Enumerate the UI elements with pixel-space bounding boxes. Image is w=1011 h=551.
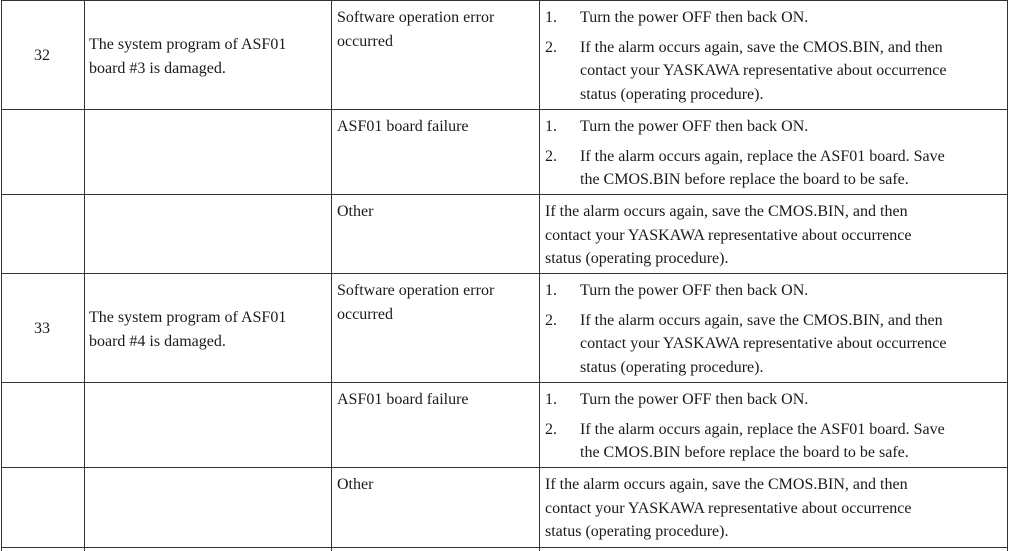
column-divider [1,0,2,551]
remedy-step-text: the CMOS.BIN before replace the board to… [580,171,909,188]
remedy-step-number: 2. [545,147,557,165]
remedy-text: contact your YASKAWA representative abou… [545,499,912,517]
remedy-text: contact your YASKAWA representative abou… [545,226,912,244]
remedy-text: If the alarm occurs again, save the CMOS… [545,203,908,220]
cause-text: ASF01 board failure [337,391,469,408]
remedy-step-text: If the alarm occurs again, save the CMOS… [580,311,943,329]
remedy-step-number: 2. [545,38,557,56]
cause-text: Other [337,203,374,220]
alarm-description: The system program of ASF01 [89,36,287,53]
remedy-step-text: If the alarm occurs again, replace the A… [580,147,945,165]
remedy-step-text: status (operating procedure). [580,85,764,103]
column-divider [1007,0,1008,551]
cause-text: Other [337,476,374,493]
remedy-step-number: 2. [545,420,557,438]
remedy-step-text: contact your YASKAWA representative abou… [580,335,947,352]
row-divider [1,109,1007,110]
column-divider [84,0,85,551]
row-divider [1,382,1007,383]
remedy-step-text: status (operating procedure). [580,358,764,376]
remedy-step-number: 2. [545,311,557,329]
remedy-step-number: 1. [545,9,557,26]
remedy-step-text: Turn the power OFF then back ON. [580,391,809,408]
column-divider [331,0,332,551]
remedy-step-number: 1. [545,391,557,408]
remedy-step-text: Turn the power OFF then back ON. [580,118,809,135]
row-divider [1,467,1007,468]
row-divider [1,0,1007,1]
remedy-text: status (operating procedure). [545,250,729,267]
remedy-step-text: Turn the power OFF then back ON. [580,282,809,299]
remedy-text: status (operating procedure). [545,523,729,540]
remedy-step-number: 1. [545,118,557,135]
alarm-description: board #3 is damaged. [89,59,226,77]
remedy-step-text: Turn the power OFF then back ON. [580,9,809,26]
alarm-description: board #4 is damaged. [89,332,226,350]
alarm-description: The system program of ASF01 [89,309,287,326]
column-divider [539,0,540,551]
cause-text: Software operation error [337,282,495,299]
alarm-number: 33 [34,320,50,337]
cause-text: occurred [337,32,393,50]
remedy-text: If the alarm occurs again, save the CMOS… [545,476,908,493]
cause-text: ASF01 board failure [337,118,469,135]
alarm-number: 32 [34,47,50,64]
remedy-step-text: contact your YASKAWA representative abou… [580,62,947,79]
remedy-step-text: If the alarm occurs again, replace the A… [580,420,945,438]
remedy-step-text: If the alarm occurs again, save the CMOS… [580,38,943,56]
row-divider [1,273,1007,274]
cause-text: Software operation error [337,9,495,26]
remedy-step-number: 1. [545,282,557,299]
remedy-step-text: the CMOS.BIN before replace the board to… [580,444,909,461]
cause-text: occurred [337,305,393,323]
row-divider [1,547,1007,548]
row-divider [1,194,1007,195]
